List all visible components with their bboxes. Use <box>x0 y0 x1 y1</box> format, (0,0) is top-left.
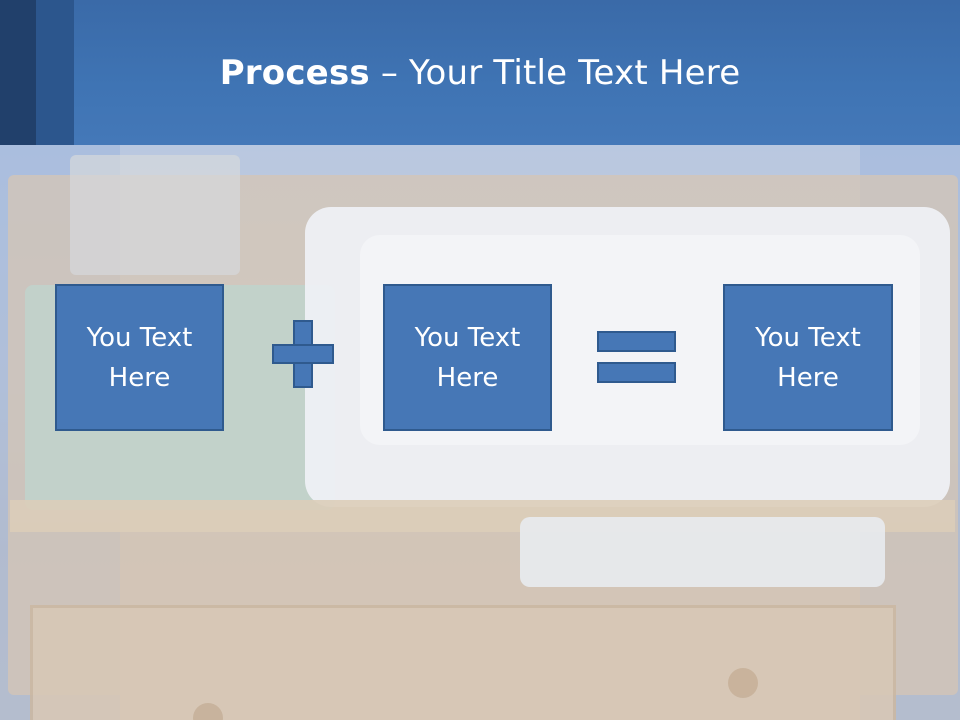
drawer-knob <box>193 703 223 720</box>
process-box-2-text: You Text Here <box>414 322 521 393</box>
slide-title-rest: – Your Title Text Here <box>369 52 741 93</box>
equals-icon <box>597 331 676 383</box>
process-box-2[interactable]: You Text Here <box>383 284 552 431</box>
header-accent <box>36 0 74 145</box>
header-accent-dark <box>0 0 36 145</box>
process-box-1-text: You Text Here <box>86 322 193 393</box>
process-box-3[interactable]: You Text Here <box>723 284 893 431</box>
diapers <box>520 517 885 587</box>
slide-title[interactable]: Process – Your Title Text Here <box>74 0 886 145</box>
background-photo <box>0 145 960 720</box>
process-box-3-text: You Text Here <box>755 322 861 393</box>
process-box-1[interactable]: You Text Here <box>55 284 224 431</box>
drawer <box>30 605 896 720</box>
drawer-knob <box>728 668 758 698</box>
plus-icon <box>272 320 334 388</box>
bottles <box>70 155 240 275</box>
slide-title-bold: Process <box>219 52 370 93</box>
title-bar: Process – Your Title Text Here <box>0 0 960 145</box>
